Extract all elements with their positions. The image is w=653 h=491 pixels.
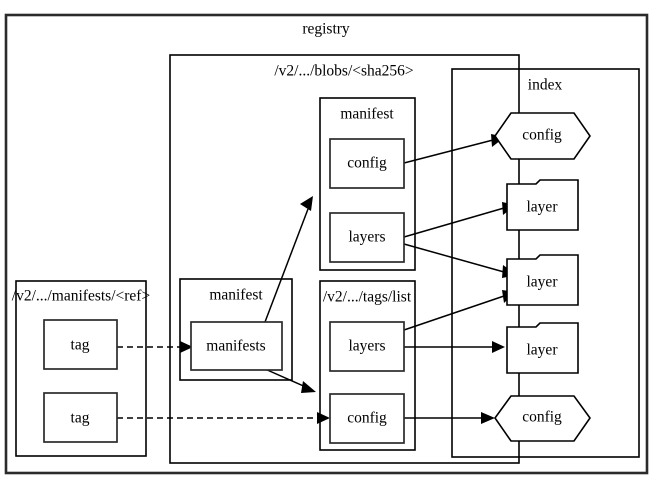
- tag-box[interactable]: [43, 319, 118, 370]
- node-manifest-top-config[interactable]: config: [329, 138, 405, 189]
- edge-line: [264, 368, 309, 389]
- node-manifest-top-layers[interactable]: layers: [329, 212, 405, 263]
- edge-tag2-to-manifest-bottom-config: [117, 412, 330, 424]
- arrowhead: [180, 341, 193, 353]
- node-blob-config-bottom[interactable]: config: [494, 395, 591, 442]
- config-label: config: [522, 127, 562, 144]
- layer-label: layer: [527, 199, 559, 216]
- layers-box[interactable]: [329, 212, 405, 263]
- edge-line: [403, 207, 505, 238]
- tag-box[interactable]: [43, 392, 118, 443]
- node-tag-1[interactable]: tag: [43, 319, 118, 370]
- cluster-index: manifest: [179, 278, 293, 381]
- manifest-top-boundary: [319, 97, 416, 271]
- arrowhead: [492, 341, 505, 353]
- index-boundary: [179, 278, 293, 381]
- config-label: config: [347, 155, 387, 172]
- cluster-manifest-top: manifest: [319, 97, 416, 271]
- arrowhead: [481, 412, 495, 424]
- node-manifest-bottom-config[interactable]: config: [329, 393, 405, 444]
- cluster-tags-list: /v2/.../manifests/<ref>: [12, 280, 150, 457]
- edge-manifest-top-layers-to-blob-layer-2: [403, 243, 517, 278]
- edge-line: [403, 139, 494, 164]
- cluster-blobs-sha256: index: [451, 68, 640, 458]
- blobs-sha256-label: index: [528, 77, 563, 94]
- node-blob-config-top[interactable]: config: [494, 112, 591, 160]
- index-label: manifest: [209, 287, 263, 304]
- node-manifest-bottom-layers[interactable]: layers: [329, 321, 405, 372]
- layers-box[interactable]: [329, 321, 405, 372]
- layers-label: layers: [348, 338, 385, 355]
- tag-label: tag: [71, 410, 90, 427]
- manifests-label: manifests: [206, 338, 265, 355]
- tags-list-boundary: [15, 280, 147, 457]
- arrowhead: [317, 412, 330, 424]
- edge-manifests-to-manifest-bottom-layers: [264, 368, 316, 393]
- layer-label: layer: [527, 342, 559, 359]
- node-blob-layer-2[interactable]: layer: [506, 254, 579, 306]
- config-hexagon[interactable]: [494, 112, 591, 160]
- manifest-top-label: manifest: [340, 106, 394, 123]
- edge-manifest-bottom-layers-to-blob-layer-2: [403, 290, 516, 331]
- edge-manifest-bottom-layers-to-blob-layer-3: [404, 341, 505, 353]
- layer-folder[interactable]: [506, 322, 579, 374]
- cluster-registry: registry: [4, 13, 649, 475]
- edge-manifest-top-config-to-blob-config-top: [403, 134, 505, 164]
- tag-label: tag: [71, 337, 90, 354]
- manifests-box[interactable]: [190, 321, 283, 371]
- registry-label: registry: [302, 21, 350, 38]
- edge-manifest-bottom-config-to-blob-config-bottom: [404, 412, 495, 424]
- edge-manifest-top-layers-to-blob-layer-1: [403, 202, 516, 238]
- config-box[interactable]: [329, 138, 405, 189]
- node-manifests[interactable]: manifests: [190, 321, 283, 371]
- config-label: config: [522, 409, 562, 426]
- arrowhead: [301, 381, 316, 393]
- layer-label: layer: [527, 274, 559, 291]
- manifest-bottom-label: /v2/.../tags/list: [323, 289, 412, 306]
- blobs-sha256-boundary: [451, 68, 640, 458]
- node-blob-layer-1[interactable]: layer: [506, 179, 579, 231]
- layer-folder[interactable]: [506, 254, 579, 306]
- manifest-bottom-boundary: [319, 280, 416, 451]
- edge-line: [403, 243, 505, 273]
- edge-line: [403, 295, 505, 331]
- edge-line: [264, 208, 309, 323]
- registry-boundary: [4, 13, 649, 475]
- node-blob-layer-3[interactable]: layer: [506, 322, 579, 374]
- tags-list-label: /v2/.../manifests/<ref>: [12, 288, 150, 305]
- config-hexagon[interactable]: [494, 395, 591, 442]
- config-label: config: [347, 410, 387, 427]
- layers-label: layers: [348, 229, 385, 246]
- config-box[interactable]: [329, 393, 405, 444]
- edge-manifests-to-manifest-top-layers: [264, 196, 313, 323]
- cluster-manifest-bottom: /v2/.../tags/list: [319, 280, 416, 451]
- edge-tag1-to-manifests: [117, 341, 193, 353]
- layer-folder[interactable]: [506, 179, 579, 231]
- manifests-ref-label: /v2/.../blobs/<sha256>: [274, 63, 413, 80]
- node-tag-2[interactable]: tag: [43, 392, 118, 443]
- arrowhead: [300, 196, 313, 211]
